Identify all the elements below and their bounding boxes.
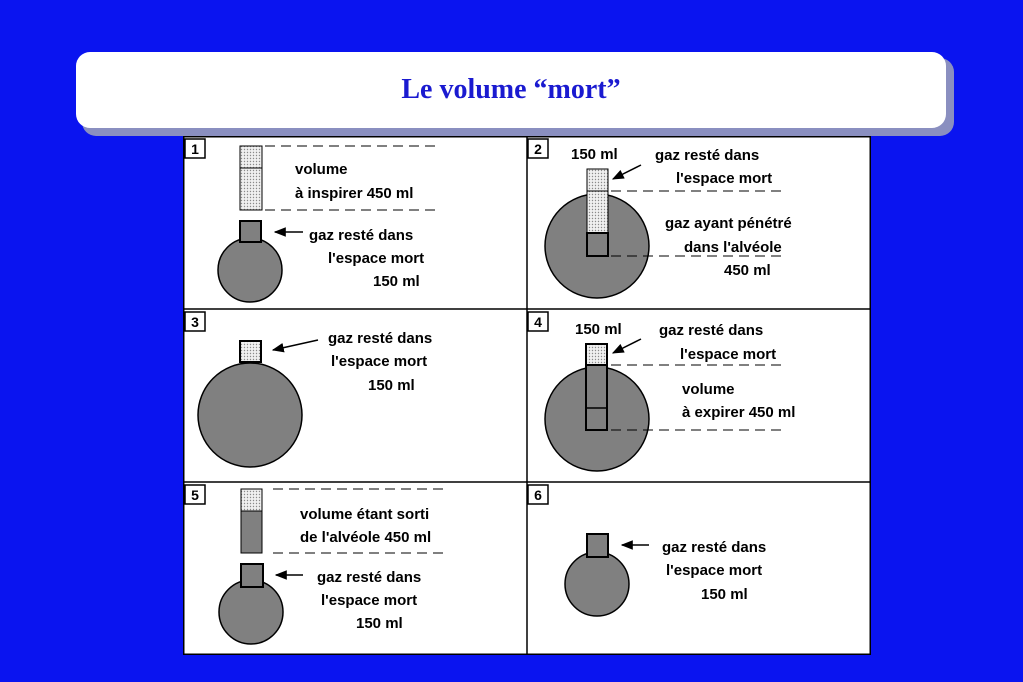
label-espace-mort: l'espace mort xyxy=(680,346,776,363)
dead-space-box xyxy=(239,220,262,243)
label-volume: volume xyxy=(295,161,348,178)
panel-number-box xyxy=(527,484,549,505)
label-gaz-reste: gaz resté dans xyxy=(659,322,763,339)
label-espace-mort: l'espace mort xyxy=(676,170,772,187)
label-150ml-top: 150 ml xyxy=(571,146,618,163)
label-alveole-450: de l'alvéole 450 ml xyxy=(300,529,431,546)
panel-number: 4 xyxy=(534,314,542,330)
released-volume-top xyxy=(240,488,263,512)
label-expire-450: à expirer 450 ml xyxy=(682,404,795,421)
label-150ml: 150 ml xyxy=(356,615,403,632)
label-gaz-reste: gaz resté dans xyxy=(309,227,413,244)
panel-number: 1 xyxy=(191,141,199,157)
panel-number: 2 xyxy=(534,141,542,157)
panel-number-box xyxy=(184,484,206,505)
dead-space-diagram: 1 volume à inspirer 450 ml gaz resté dan… xyxy=(183,136,871,655)
label-espace-mort: l'espace mort xyxy=(328,250,424,267)
panel-6: 6 gaz resté dans l'espace mort 150 ml xyxy=(527,484,766,617)
label-espace-mort: l'espace mort xyxy=(666,562,762,579)
label-450ml: 450 ml xyxy=(724,262,771,279)
dead-space-box xyxy=(240,563,264,588)
label-150ml: 150 ml xyxy=(701,586,748,603)
page-title: Le volume “mort” xyxy=(401,74,621,105)
alveole-circle xyxy=(217,237,283,303)
label-gaz-reste: gaz resté dans xyxy=(317,569,421,586)
arrow-icon xyxy=(611,164,642,180)
released-volume-column xyxy=(240,510,263,554)
label-gaz-penetre: gaz ayant pénétré xyxy=(665,215,792,232)
panel-number-box xyxy=(184,138,206,159)
panel-number: 3 xyxy=(191,314,199,330)
label-volume: volume xyxy=(682,381,735,398)
label-espace-mort: l'espace mort xyxy=(321,592,417,609)
panel-5: 5 volume étant sorti de l'alvéole 450 ml… xyxy=(184,484,445,645)
panel-number: 5 xyxy=(191,487,199,503)
title-box: Le volume “mort” xyxy=(76,52,946,128)
inspire-volume-column xyxy=(239,145,263,211)
expire-volume-column xyxy=(585,364,608,431)
panel-number-box xyxy=(184,311,206,332)
label-volume-sorti: volume étant sorti xyxy=(300,506,429,523)
panel-number-box xyxy=(527,311,549,332)
arrow-icon xyxy=(271,339,319,353)
arrow-icon xyxy=(611,338,642,354)
dead-space-box xyxy=(586,533,609,558)
label-150ml-top: 150 ml xyxy=(575,321,622,338)
panel-3: 3 gaz resté dans l'espace mort 150 ml xyxy=(184,311,432,468)
label-150ml: 150 ml xyxy=(373,273,420,290)
panel-4: 4 150 ml gaz resté dans l'espace mort vo… xyxy=(527,311,795,472)
panel-number: 6 xyxy=(534,487,542,503)
label-inspire-450: à inspirer 450 ml xyxy=(295,185,413,202)
label-150ml: 150 ml xyxy=(368,377,415,394)
alveole-circle xyxy=(564,551,630,617)
label-gaz-reste: gaz resté dans xyxy=(662,539,766,556)
label-gaz-reste: gaz resté dans xyxy=(655,147,759,164)
label-espace-mort: l'espace mort xyxy=(331,353,427,370)
dead-space-column xyxy=(586,168,609,234)
panel-number-box xyxy=(527,138,549,159)
panel-1: 1 volume à inspirer 450 ml gaz resté dan… xyxy=(184,138,439,303)
dead-space-box xyxy=(585,343,608,366)
label-gaz-reste: gaz resté dans xyxy=(328,330,432,347)
label-dans-alveole: dans l'alvéole xyxy=(684,239,782,256)
panel-2: 2 150 ml gaz resté dans l'espace mort ga… xyxy=(527,138,792,299)
gas-in-alveole-box xyxy=(586,232,609,257)
alveole-circle xyxy=(218,579,284,645)
dead-space-box xyxy=(239,340,262,363)
alveole-circle xyxy=(197,362,303,468)
